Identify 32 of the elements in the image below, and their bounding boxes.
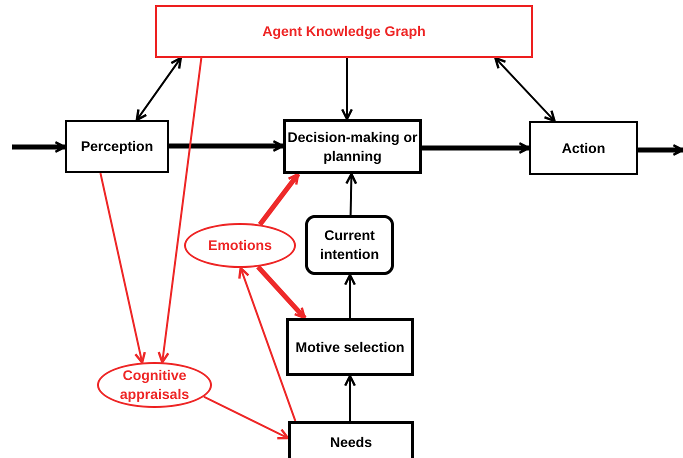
node-label: Current intention bbox=[318, 226, 380, 264]
arrow bbox=[158, 58, 202, 364]
node-label: Needs bbox=[330, 433, 372, 452]
process-box bbox=[288, 421, 414, 458]
arrow bbox=[341, 58, 353, 120]
arrow bbox=[258, 172, 300, 226]
process-box bbox=[283, 119, 422, 174]
node-label: Agent Knowledge Graph bbox=[262, 22, 426, 41]
process-box bbox=[286, 318, 414, 376]
node-label: Perception bbox=[80, 137, 154, 156]
node-label: Decision-making or planning bbox=[286, 128, 418, 166]
arrow bbox=[238, 266, 296, 422]
arrow bbox=[169, 140, 284, 152]
arrow bbox=[256, 265, 307, 320]
arrow bbox=[494, 56, 556, 122]
arrow bbox=[203, 396, 290, 440]
arrow bbox=[99, 172, 146, 364]
arrow bbox=[12, 141, 66, 153]
node-label: Cognitive appraisals bbox=[118, 366, 190, 404]
arrow bbox=[345, 172, 358, 216]
process-box bbox=[529, 121, 638, 175]
node-label: Motive selection bbox=[296, 338, 404, 356]
arrow bbox=[344, 374, 356, 421]
arrow bbox=[136, 56, 182, 122]
arrow bbox=[422, 142, 530, 154]
process-box bbox=[155, 5, 533, 58]
process-box bbox=[305, 215, 394, 275]
node-label: Action bbox=[562, 138, 606, 158]
process-box bbox=[65, 120, 169, 173]
arrow bbox=[344, 274, 356, 318]
node-label: Emotions bbox=[208, 236, 272, 255]
arrow bbox=[638, 144, 683, 156]
